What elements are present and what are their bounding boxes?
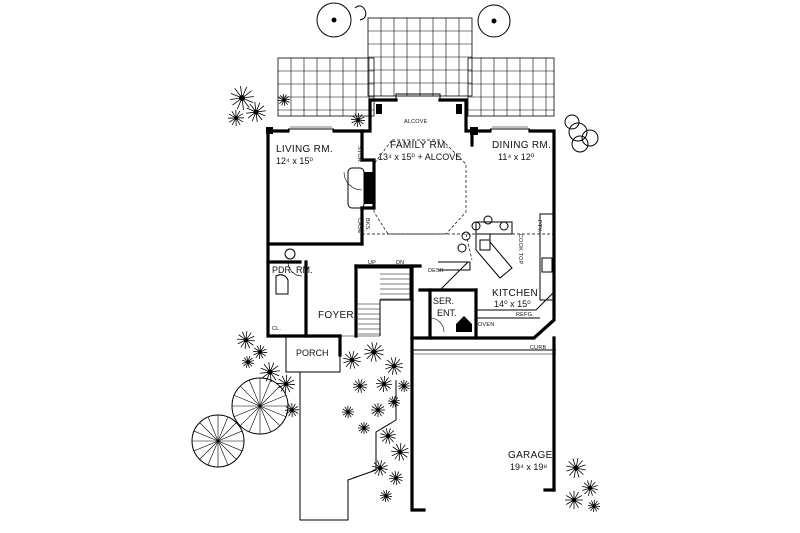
oven-label: OVEN	[478, 322, 494, 328]
rear-patio	[277, 17, 555, 117]
shrub-icon	[353, 379, 367, 393]
shrub-icon	[391, 443, 409, 461]
shrub-icon	[582, 480, 598, 496]
patio-table-icon	[477, 4, 511, 38]
shrub-icon	[566, 458, 586, 478]
garage-size: 19⁴ x 19⁸	[510, 462, 547, 472]
service-entry-label: SER.	[433, 296, 454, 306]
room-labels: LIVING RM. 12⁴ x 15⁰ FAMILY RM. 13⁴ x 15…	[272, 119, 553, 472]
storage-label: STOR.	[356, 146, 362, 164]
shrub-icon	[379, 489, 393, 503]
shrub-icon	[260, 362, 280, 382]
umbrella-table-icon	[231, 377, 289, 435]
stairs-down-label: DN	[396, 260, 404, 266]
stairs	[358, 267, 411, 336]
dining-room-label: DINING RM.	[492, 140, 551, 151]
porch-label: PORCH	[296, 348, 329, 358]
living-room-size: 12⁴ x 15⁰	[276, 156, 313, 166]
living-room-label: LIVING RM.	[276, 144, 333, 155]
closet-label: CL.	[272, 326, 281, 332]
family-room-size: 13⁴ x 15⁰ + ALCOVE	[378, 152, 461, 162]
garage-curb	[412, 349, 556, 355]
shrub-icon	[358, 422, 370, 434]
shrub-icon	[237, 331, 255, 349]
shrub-icon	[565, 491, 583, 509]
shrub-icon	[385, 357, 403, 375]
shrub-icon	[276, 374, 296, 394]
service-entry-label-2: ENT.	[437, 308, 457, 318]
case-label: CASE	[356, 218, 362, 234]
kitchen-label: KITCHEN	[492, 288, 538, 299]
curb-label: CURB	[530, 345, 547, 351]
shrub-icon	[364, 342, 384, 362]
shrub-icon	[380, 428, 396, 444]
kitchen-size: 14⁰ x 15⁰	[494, 299, 531, 309]
desk-label: DESK	[428, 268, 444, 274]
family-room-label: FAMILY RM.	[390, 140, 449, 151]
dining-room-size: 11⁴ x 12⁰	[498, 152, 535, 162]
shrub-icon	[388, 396, 400, 408]
foyer-label: FOYER	[318, 310, 354, 321]
shrub-icon	[242, 356, 254, 368]
alcove-label: ALCOVE	[404, 119, 428, 125]
shrub-icon	[350, 112, 366, 128]
shrub-icon	[389, 471, 403, 485]
annotation-labels: STOR. CASE BKS. CL. CL. UP DN DESK OVEN …	[272, 146, 547, 351]
shrub-icon	[343, 351, 361, 369]
shrub-icon	[371, 403, 385, 417]
fireplace	[347, 167, 374, 209]
toilet-icon	[275, 248, 296, 295]
shrub-icon	[227, 109, 245, 127]
shrub-icon	[372, 460, 388, 476]
powder-room-label: PDR. RM.	[272, 265, 313, 275]
shrub-icon	[341, 405, 355, 419]
shrub-icon	[397, 379, 411, 393]
shrub-icon	[284, 402, 300, 418]
shrub-icon	[230, 86, 254, 110]
family-ceiling-outline	[362, 139, 556, 261]
closet-label-2: CL.	[462, 326, 471, 332]
shrub-cluster-icon	[564, 114, 599, 153]
shrub-icon	[375, 375, 393, 393]
patio-table-icon	[316, 2, 367, 38]
water-heater-icon	[456, 316, 472, 332]
shrub-icon	[252, 344, 268, 360]
shrub-icon	[277, 93, 291, 107]
alcove-bay	[288, 93, 530, 130]
umbrella-table-icon	[191, 414, 245, 468]
shrub-icon	[246, 102, 266, 122]
stairs-up-label: UP	[368, 260, 376, 266]
garage-label: GARAGE	[508, 450, 553, 461]
door-swings	[287, 171, 445, 337]
bookshelf-label: BKS.	[364, 218, 370, 232]
shrub-icon	[587, 499, 601, 513]
cooktop-label: COOK TOP	[517, 234, 523, 265]
pantry-label: PTY.	[536, 220, 542, 233]
porch	[285, 335, 397, 521]
kitchen-counters	[438, 213, 555, 319]
refrigerator-label: REFG.	[516, 312, 534, 318]
